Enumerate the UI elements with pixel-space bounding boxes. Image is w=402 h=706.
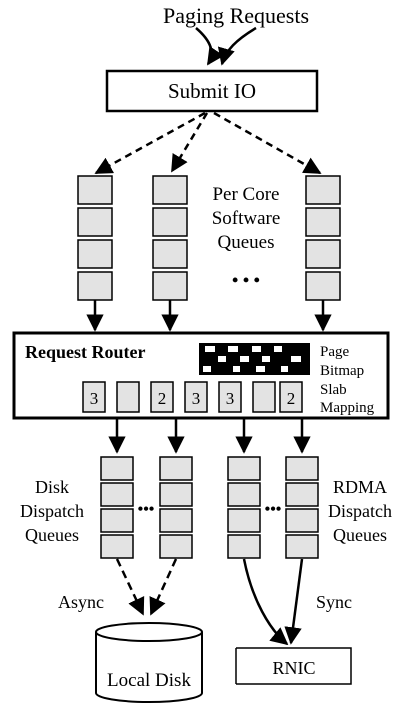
slab-cell-4: 3 (192, 389, 201, 408)
request-router-title: Request Router (25, 342, 145, 362)
software-queues-label-line1: Per Core (212, 184, 279, 205)
sync-arrows (242, 558, 304, 646)
slab-mapping: 3 2 3 3 2 (82, 381, 303, 413)
queues-ellipsis: • • • (232, 270, 260, 290)
slab-cell-3: 2 (158, 389, 167, 408)
rdma-queues-ellipsis: ••• (265, 501, 282, 518)
submit-io-label: Submit IO (168, 79, 256, 103)
rdma-dispatch-queue-1 (227, 456, 261, 559)
paging-requests-label: Paging Requests (163, 3, 309, 28)
queue-to-router-arrows (86, 300, 332, 332)
local-disk-cylinder (95, 622, 203, 703)
slab-cell-1: 3 (90, 389, 99, 408)
disk-label-line3: Queues (25, 525, 79, 545)
disk-label-line1: Disk (35, 477, 69, 497)
async-label: Async (58, 592, 104, 612)
software-queues-label-line2: Software (212, 208, 281, 229)
software-queues-label-line3: Queues (218, 232, 275, 253)
disk-label-line2: Dispatch (20, 501, 84, 521)
slab-mapping-label-line1: Slab (320, 382, 347, 398)
software-queue-1 (77, 175, 113, 301)
fanout-arrows (94, 111, 322, 175)
software-queue-2 (152, 175, 188, 301)
page-bitmap-label-line1: Page (320, 344, 350, 360)
local-disk-label: Local Disk (107, 670, 191, 691)
disk-dispatch-queue-1 (100, 456, 134, 559)
slab-mapping-label-line2: Mapping (320, 400, 375, 416)
page-bitmap (199, 343, 310, 375)
disk-queues-ellipsis: ••• (138, 501, 155, 518)
incoming-arrow-left (195, 27, 225, 66)
submit-io-box (105, 69, 319, 113)
sync-label: Sync (316, 592, 352, 612)
incoming-arrow-right (217, 26, 257, 66)
rdma-label-line1: RDMA (333, 477, 387, 497)
rdma-dispatch-queue-2 (285, 456, 319, 559)
rdma-label-line3: Queues (333, 525, 387, 545)
rnic-label: RNIC (272, 658, 315, 678)
slab-cell-7: 2 (287, 389, 296, 408)
software-queue-n (305, 175, 341, 301)
disk-dispatch-queue-2 (159, 456, 193, 559)
router-to-dispatch-arrows (108, 419, 311, 454)
rnic-box (235, 647, 352, 685)
rdma-label-line2: Dispatch (328, 501, 392, 521)
slab-cell-5: 3 (226, 389, 235, 408)
page-bitmap-label-line2: Bitmap (320, 363, 364, 379)
async-arrows (115, 558, 178, 616)
